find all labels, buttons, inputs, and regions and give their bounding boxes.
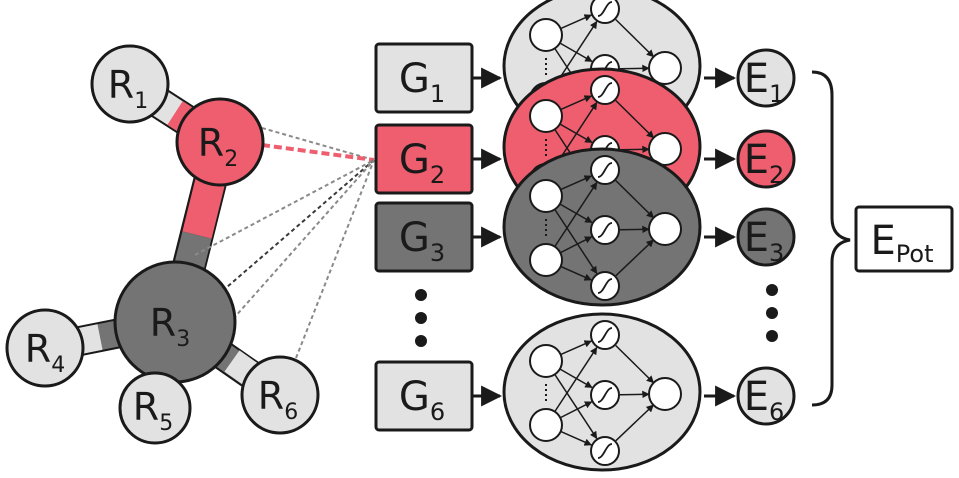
nn-edge bbox=[560, 265, 592, 281]
nn-edge bbox=[559, 236, 593, 254]
nn-output-node bbox=[648, 212, 682, 246]
sigmoid-icon bbox=[597, 82, 613, 98]
nn-edge bbox=[560, 175, 592, 191]
svg-text:EPot: EPot bbox=[871, 218, 934, 268]
energy-ellipsis bbox=[766, 284, 778, 342]
nn-input-node bbox=[529, 18, 563, 52]
descriptor-ellipsis bbox=[415, 289, 427, 347]
nn-output-node bbox=[648, 51, 682, 85]
nn-input-node bbox=[529, 179, 563, 213]
nn-edge bbox=[554, 208, 598, 275]
total-energy-box: EPot bbox=[854, 205, 954, 273]
nn-edge bbox=[560, 95, 592, 111]
nn-edge bbox=[560, 430, 592, 446]
sigmoid-icon bbox=[597, 387, 613, 403]
svg-text:E3: E3 bbox=[744, 215, 785, 267]
atom-r1: R1 bbox=[90, 44, 170, 124]
arrows-g-to-nn bbox=[473, 67, 503, 407]
nn-edge bbox=[615, 179, 655, 219]
descriptor-connections bbox=[194, 127, 375, 359]
nn-output-node bbox=[648, 377, 682, 411]
descriptor-g6: G6 bbox=[374, 360, 474, 432]
energy-e2: E2 bbox=[736, 129, 796, 189]
svg-text:G1: G1 bbox=[399, 56, 445, 108]
dash-r5 bbox=[209, 159, 375, 346]
dash-r3 bbox=[211, 159, 375, 301]
svg-text:R1: R1 bbox=[108, 63, 148, 114]
nn-edge bbox=[615, 18, 655, 58]
svg-text:R2: R2 bbox=[198, 121, 238, 172]
nn-output-node bbox=[648, 132, 682, 166]
nn-edge bbox=[559, 401, 593, 419]
descriptor-g1: G1 bbox=[374, 42, 474, 114]
atom-r4: R4 bbox=[5, 308, 85, 388]
svg-text:G2: G2 bbox=[399, 137, 445, 189]
nn-edge bbox=[615, 239, 654, 277]
nn-input-node bbox=[529, 344, 563, 378]
descriptor-g2: G2 bbox=[374, 123, 474, 195]
energy-e1: E1 bbox=[736, 48, 796, 108]
svg-text:E1: E1 bbox=[744, 56, 785, 108]
energy-e6: E6 bbox=[736, 366, 796, 426]
nn-edge bbox=[560, 340, 592, 356]
nn-3 bbox=[502, 147, 702, 307]
svg-text:E2: E2 bbox=[744, 137, 785, 189]
sigmoid-icon bbox=[597, 162, 613, 178]
nn-edge bbox=[554, 181, 598, 248]
nn-hidden-node bbox=[590, 0, 620, 24]
sigmoid-icon bbox=[597, 443, 613, 459]
svg-text:R3: R3 bbox=[150, 301, 190, 352]
atom-r2: R2 bbox=[175, 97, 265, 187]
svg-text:R5: R5 bbox=[133, 385, 173, 436]
nn-edge bbox=[560, 14, 592, 30]
arrows-nn-to-e bbox=[704, 67, 737, 407]
sigmoid-icon bbox=[597, 1, 613, 17]
dash-r4 bbox=[194, 159, 375, 256]
nn-edge bbox=[554, 346, 598, 413]
nn-edge bbox=[615, 344, 655, 384]
svg-text:R6: R6 bbox=[258, 374, 298, 425]
dash-r1 bbox=[261, 127, 375, 161]
nn-edge bbox=[615, 404, 654, 442]
svg-text:G3: G3 bbox=[399, 215, 445, 267]
nn-6 bbox=[502, 312, 702, 472]
energy-e3: E3 bbox=[736, 207, 796, 267]
sum-brace bbox=[811, 70, 851, 407]
sigmoid-icon bbox=[597, 278, 613, 294]
atom-r6: R6 bbox=[240, 355, 320, 435]
svg-text:R4: R4 bbox=[25, 327, 65, 378]
descriptor-g3: G3 bbox=[374, 201, 474, 273]
svg-text:G6: G6 bbox=[399, 374, 445, 426]
sigmoid-icon bbox=[597, 222, 613, 238]
nn-input-node bbox=[529, 408, 563, 442]
sigmoid-icon bbox=[597, 327, 613, 343]
nn-edge bbox=[554, 373, 598, 440]
dash-r6 bbox=[295, 159, 375, 359]
svg-text:E6: E6 bbox=[744, 374, 785, 426]
atom-r5: R5 bbox=[118, 371, 192, 445]
nn-edge bbox=[615, 99, 655, 139]
neural-networks bbox=[502, 0, 702, 472]
nn-input-node bbox=[529, 243, 563, 277]
nn-input-node bbox=[529, 99, 563, 133]
atom-r3: R3 bbox=[113, 260, 237, 384]
dash-r2 bbox=[261, 143, 375, 162]
